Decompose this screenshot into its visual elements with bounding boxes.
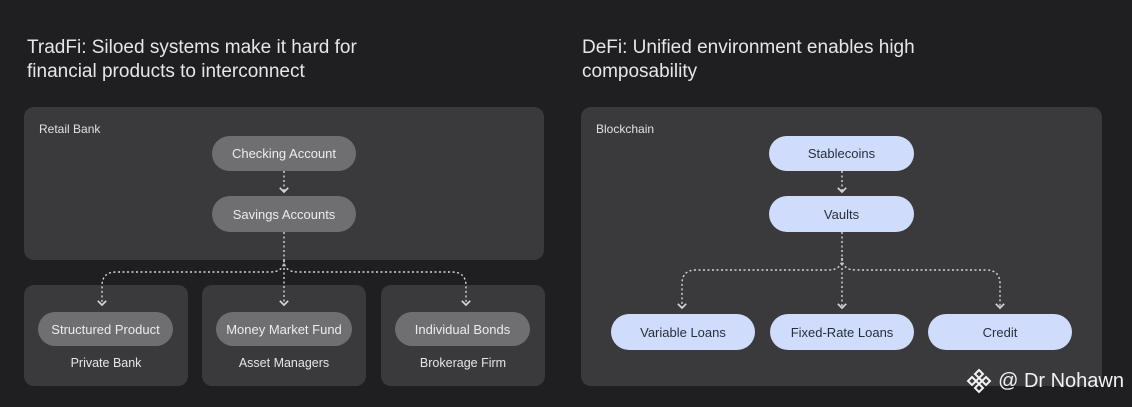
money-market-fund-node: Money Market Fund	[216, 312, 352, 346]
retail-bank-panel	[24, 107, 544, 260]
savings-to-structured-arrow	[97, 259, 285, 307]
defi-title-line1: DeFi: Unified environment enables high	[582, 37, 915, 58]
defi-title-line2: composability	[582, 61, 698, 82]
individual-bonds-node: Individual Bonds	[395, 312, 530, 346]
vaults-to-credit-arrow	[841, 257, 1005, 310]
private-bank-label: Private Bank	[70, 356, 142, 370]
tradfi-title-line2: financial products to interconnect	[27, 61, 305, 82]
watermark-text: @ Dr Nohawn	[998, 369, 1124, 392]
credit-node: Credit	[928, 314, 1072, 350]
vaults-node: Vaults	[769, 196, 914, 232]
blockchain-label: Blockchain	[596, 122, 655, 136]
asset-managers-label: Asset Managers	[238, 356, 330, 370]
watermark: @ Dr Nohawn	[966, 368, 1124, 394]
binance-diamond-icon	[966, 368, 992, 394]
retail-bank-label: Retail Bank	[39, 122, 101, 136]
defi-title: DeFi: Unified environment enables high c…	[582, 36, 915, 84]
tradfi-title: TradFi: Siloed systems make it hard for …	[27, 36, 357, 84]
tradfi-title-line1: TradFi: Siloed systems make it hard for	[27, 37, 357, 58]
checking-account-node: Checking Account	[212, 136, 356, 171]
variable-loans-node: Variable Loans	[611, 314, 755, 350]
savings-to-bonds-arrow	[283, 259, 471, 307]
savings-accounts-node: Savings Accounts	[212, 196, 356, 232]
brokerage-firm-label: Brokerage Firm	[419, 356, 507, 370]
fixed-rate-loans-node: Fixed-Rate Loans	[770, 314, 914, 350]
vaults-to-variable-arrow	[677, 257, 843, 310]
stablecoins-node: Stablecoins	[769, 136, 914, 171]
structured-product-node: Structured Product	[38, 312, 173, 346]
